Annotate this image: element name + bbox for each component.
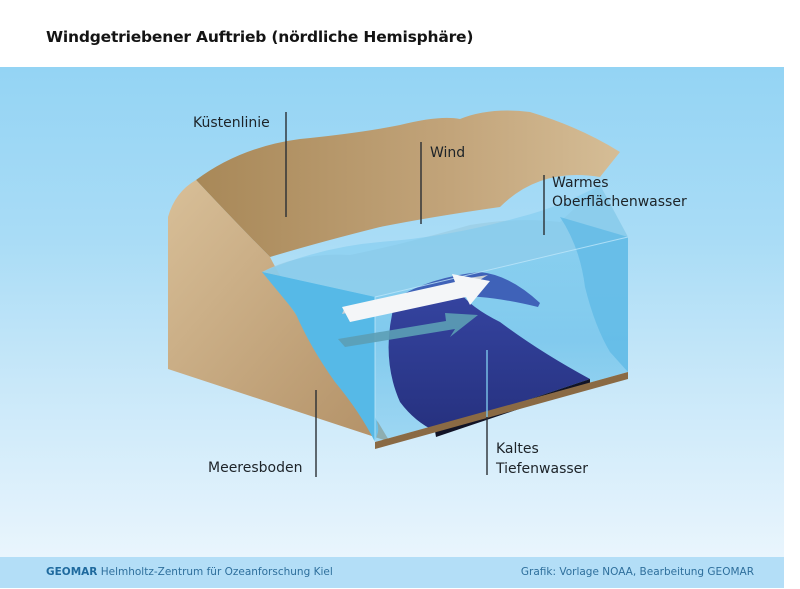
label-warm-water-1: Warmes bbox=[552, 175, 609, 191]
label-wind: Wind bbox=[430, 145, 466, 161]
label-coastline: Küstenlinie bbox=[193, 115, 270, 131]
seafloor-slab bbox=[375, 372, 628, 449]
footer-brand: GEOMAR bbox=[46, 566, 98, 578]
coastline-top-surface bbox=[196, 110, 620, 257]
label-cold-water-2: Tiefenwasser bbox=[496, 461, 589, 477]
diagram-title: Windgetriebener Auftrieb (nördliche Hemi… bbox=[46, 28, 474, 46]
water-top-surface bbox=[262, 185, 628, 297]
wind-arrow-top bbox=[342, 274, 490, 322]
label-cold-water-1: Kaltes bbox=[496, 441, 539, 457]
water-box-edges bbox=[374, 236, 629, 442]
footer-institution-name: Helmholtz-Zentrum für Ozeanforschung Kie… bbox=[97, 566, 333, 578]
footer-institution: GEOMAR Helmholtz-Zentrum für Ozeanforsch… bbox=[46, 566, 333, 578]
label-warm-water-2: Oberflächenwasser bbox=[552, 194, 687, 210]
water-side-profile bbox=[560, 217, 628, 372]
footer-bar: GEOMAR Helmholtz-Zentrum für Ozeanforsch… bbox=[0, 557, 784, 588]
surface-current-arrow bbox=[338, 313, 478, 347]
diagram-panel: Küstenlinie Wind Warmes Oberflächenwasse… bbox=[0, 67, 784, 557]
footer-credit: Grafik: Vorlage NOAA, Bearbeitung GEOMAR bbox=[520, 566, 754, 578]
upwelling-diagram bbox=[168, 110, 629, 477]
label-seafloor: Meeresboden bbox=[208, 460, 303, 476]
